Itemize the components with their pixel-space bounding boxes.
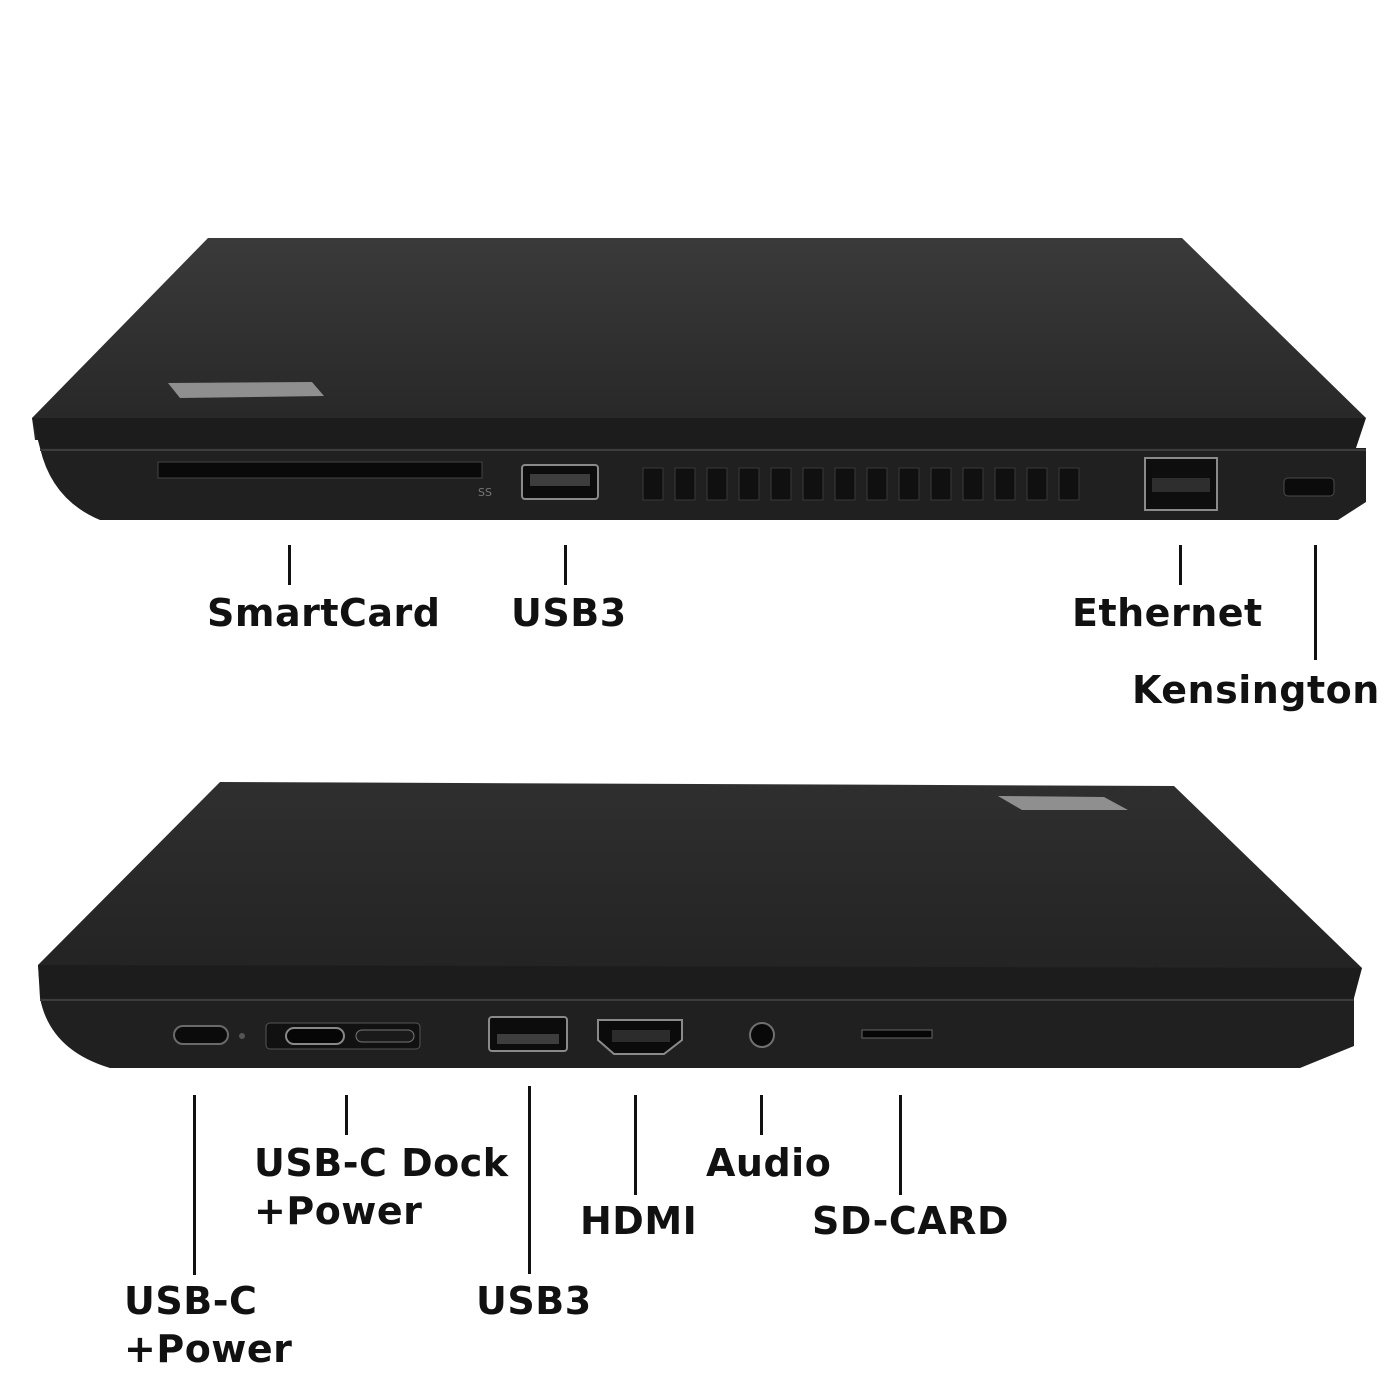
- label-usbc-dock: USB-C Dock +Power: [254, 1141, 509, 1233]
- label-ethernet: Ethernet: [1072, 591, 1263, 635]
- label-usb3-bottom: USB3: [476, 1279, 592, 1323]
- leader-hdmi: [634, 1095, 637, 1195]
- kensington-slot: [1283, 477, 1335, 497]
- label-smartcard: SmartCard: [207, 591, 441, 635]
- leader-ethernet: [1179, 545, 1182, 585]
- usbc-power-port: [173, 1025, 229, 1045]
- leader-usb3-bottom: [528, 1086, 531, 1274]
- thinkpad-logo-top: [168, 382, 324, 398]
- leader-audio: [760, 1095, 763, 1135]
- thinkpad-logo-bottom: [998, 796, 1128, 810]
- sdcard-slot: [861, 1029, 933, 1039]
- label-usb3-top: USB3: [511, 591, 627, 635]
- leader-smartcard: [288, 545, 291, 585]
- leader-usb3-top: [564, 545, 567, 585]
- svg-text:SS: SS: [478, 486, 492, 499]
- audio-jack: [749, 1022, 775, 1048]
- leader-usbc-dock: [345, 1095, 348, 1135]
- cooling-vents: [642, 467, 1080, 501]
- label-kensington: Kensington: [1132, 668, 1380, 712]
- leader-sdcard: [899, 1095, 902, 1195]
- leader-usbc-power: [193, 1095, 196, 1275]
- smartcard-slot: [157, 461, 483, 479]
- bottom-base: [40, 998, 1354, 1068]
- label-audio: Audio: [706, 1141, 832, 1185]
- bottom-lid: [38, 782, 1362, 990]
- label-hdmi: HDMI: [580, 1199, 698, 1243]
- label-sdcard: SD-CARD: [812, 1199, 1009, 1243]
- leader-kensington: [1314, 545, 1317, 660]
- top-lid: [32, 238, 1366, 440]
- label-usbc-power: USB-C +Power: [124, 1279, 293, 1371]
